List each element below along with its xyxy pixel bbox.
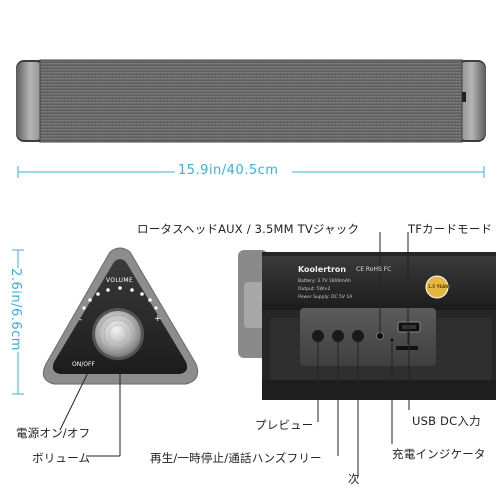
next-button <box>352 330 364 342</box>
warranty-badge <box>425 275 449 299</box>
back-spec-line-1: Battery: 3.7V 1800mAh <box>298 279 351 284</box>
width-dimension-line <box>17 166 485 178</box>
back-panel <box>238 250 496 400</box>
side-minus-text: - <box>79 315 83 325</box>
label-next: 次 <box>348 472 360 486</box>
side-view <box>42 247 199 385</box>
label-usb-dc: USB DC入力 <box>412 414 481 428</box>
charge-indicator-led <box>390 338 394 342</box>
width-dimension-label: 15.9in/40.5cm <box>178 163 279 178</box>
label-tf-card: TFカードモード <box>408 222 493 236</box>
back-spec-line-3: Power Supply: DC 5V 1A <box>298 295 353 300</box>
label-volume: ボリューム <box>32 451 91 465</box>
soundbar-front <box>16 59 486 143</box>
back-brand: Koolertron <box>298 265 347 274</box>
label-play-pause: 再生/一時停止/通話ハンズフリー <box>150 451 322 465</box>
side-plus-text: + <box>154 314 162 324</box>
label-power: 電源オン/オフ <box>16 426 91 440</box>
preview-button <box>312 330 324 342</box>
back-spec-line-2: Output: 5W×2 <box>298 287 331 292</box>
play-pause-button <box>332 330 344 342</box>
side-volume-text: VOLUME <box>106 277 133 284</box>
height-dimension-label: 2.6in/6.6cm <box>7 268 23 351</box>
label-preview: プレビュー <box>255 418 314 432</box>
label-charge-indicator: 充電インジケータ <box>392 447 486 461</box>
back-cert-marks: CE RoHS FC <box>356 266 392 273</box>
tf-card-slot <box>396 346 418 350</box>
back-badge-text: 1.5 YEARS <box>428 284 452 289</box>
side-power-text: ON/OFF <box>72 361 95 368</box>
height-dimension-line <box>12 249 24 395</box>
label-aux-jack: ロータスヘッドAUX / 3.5MM TVジャック <box>137 222 360 236</box>
leader-lines <box>59 232 410 476</box>
